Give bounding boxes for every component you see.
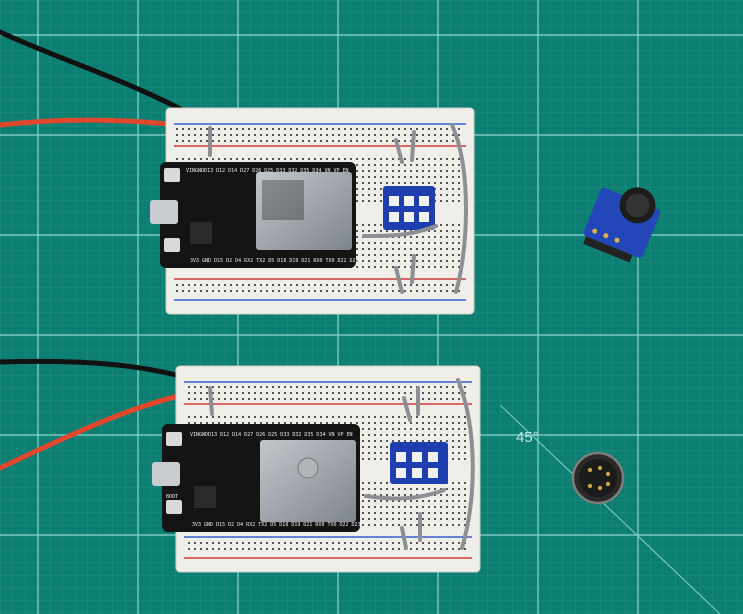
diagonal-guide bbox=[499, 404, 721, 614]
reset-button bbox=[164, 168, 180, 182]
level-shifter-bottom bbox=[390, 442, 448, 484]
reset-button bbox=[166, 432, 182, 446]
level-shifter-top bbox=[383, 186, 435, 230]
electret-microphone-module-icon bbox=[583, 187, 661, 263]
jumpers-top bbox=[208, 123, 468, 294]
angle-label: 45° bbox=[516, 429, 539, 446]
esp32-devkit-bottom: VINGNDD13 D12 D14 D27 D26 D25 D33 D32 D3… bbox=[152, 424, 361, 532]
usb-port bbox=[150, 200, 178, 224]
boot-button-label: BOOT bbox=[166, 494, 178, 500]
pin-header-top-label: VINGNDD13 D12 D14 D27 D26 D25 D33 D32 D3… bbox=[186, 168, 349, 174]
pin-header-bottom-label: 3V3 GND D15 D2 D4 RX2 TX2 D5 D18 D19 D21… bbox=[192, 522, 361, 528]
boot-button bbox=[166, 500, 182, 514]
usb-port bbox=[152, 462, 180, 486]
pin-header-top-label: VINGNDD13 D12 D14 D27 D26 D25 D33 D32 D3… bbox=[190, 432, 353, 438]
esp32-devkit-top: VINGNDD13 D12 D14 D27 D26 D25 D33 D32 D3… bbox=[150, 162, 359, 268]
pin-header-bottom-label: 3V3 GND D15 D2 D4 RX2 TX2 D5 D18 D19 D21… bbox=[190, 258, 359, 264]
boot-button bbox=[164, 238, 180, 252]
i2s-microphone-icon bbox=[571, 451, 625, 505]
jumpers-bottom bbox=[208, 378, 475, 550]
